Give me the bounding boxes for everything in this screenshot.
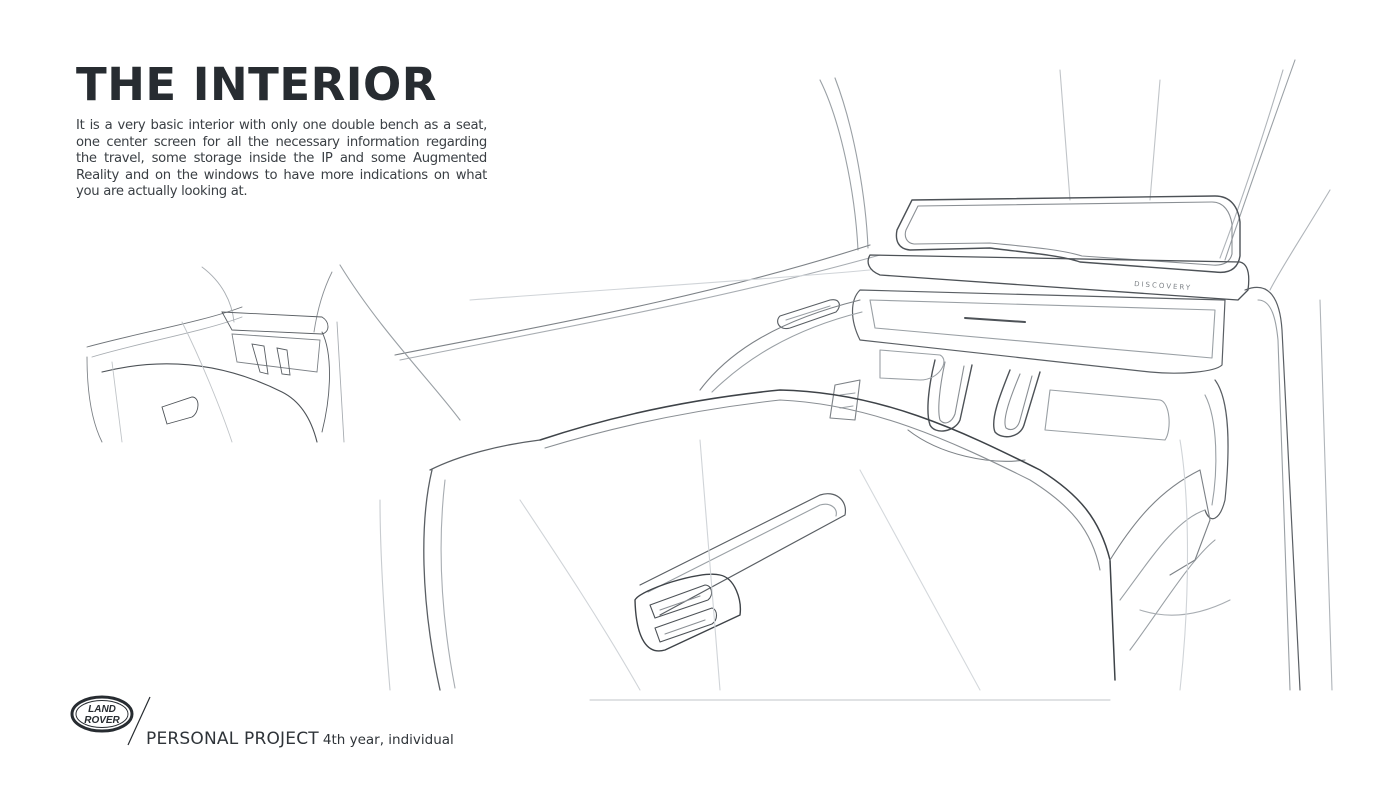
page-title: THE INTERIOR <box>76 58 437 111</box>
project-sub: 4th year, individual <box>322 732 454 748</box>
discovery-label: DISCOVERY <box>1134 280 1192 292</box>
land-rover-logo-icon: LAND ROVER <box>70 695 134 733</box>
project-label: PERSONAL PROJECT <box>146 729 319 749</box>
logo-line2: ROVER <box>84 715 120 726</box>
page-description: It is a very basic interior with only on… <box>76 118 487 199</box>
logo-line1: LAND <box>88 704 116 715</box>
thumbnail-sketch-icon <box>86 266 345 443</box>
footer-divider <box>127 696 151 746</box>
